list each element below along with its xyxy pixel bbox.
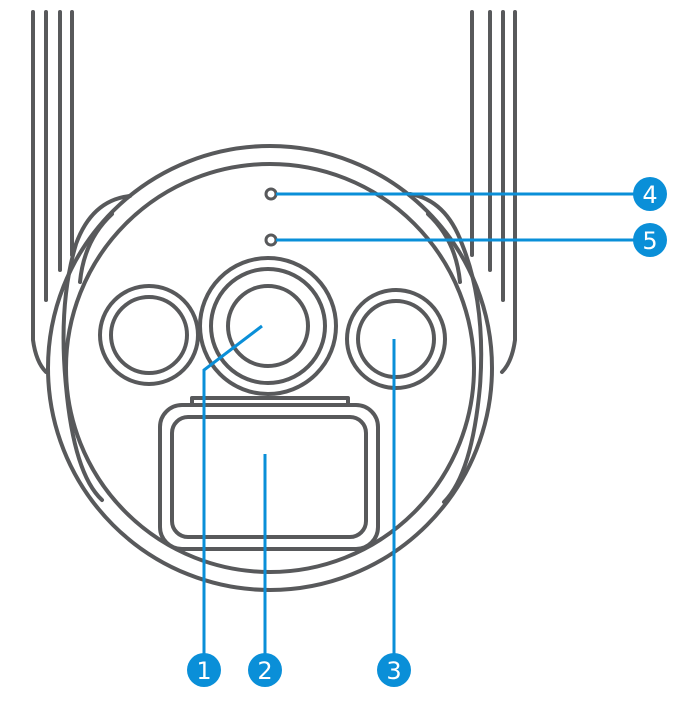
callout-badge-2: 2 [248, 653, 282, 687]
left-light-lens [98, 284, 200, 386]
callout-badge-4: 4 [633, 177, 667, 211]
callout-lines [202, 192, 634, 655]
right-antenna [470, 10, 517, 374]
callout-badge-3: 3 [377, 653, 411, 687]
svg-text:4: 4 [642, 181, 657, 209]
main-lens [198, 256, 338, 396]
svg-text:1: 1 [196, 657, 211, 685]
right-sensor-lens [345, 288, 447, 390]
callout-badge-5: 5 [633, 223, 667, 257]
left-antenna [31, 10, 74, 374]
camera-body [46, 144, 494, 592]
callout-badge-1: 1 [187, 653, 221, 687]
svg-text:2: 2 [257, 657, 272, 685]
bottom-panel [158, 396, 380, 551]
svg-text:5: 5 [642, 227, 657, 255]
indicator-hole-5 [264, 233, 278, 247]
indicator-hole-4 [264, 187, 278, 201]
svg-text:3: 3 [386, 657, 401, 685]
